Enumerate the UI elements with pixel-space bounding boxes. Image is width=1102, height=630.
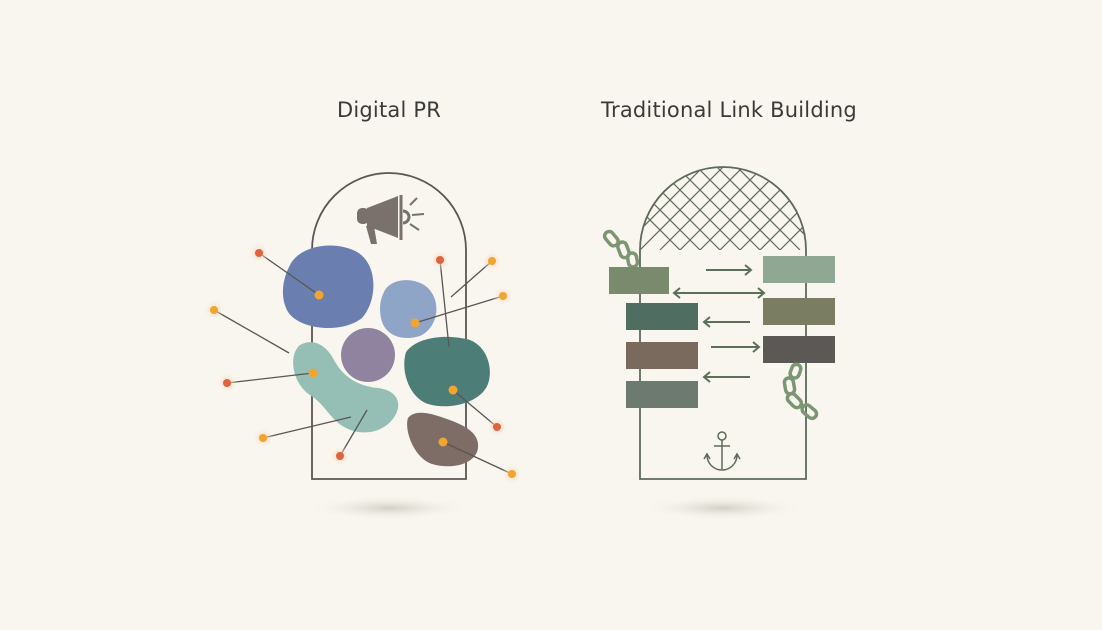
blob-purple: [341, 328, 395, 382]
blob-blue-large: [282, 245, 374, 329]
digital-pr-panel: [203, 172, 523, 521]
left-block-4: [626, 381, 698, 408]
left-shadow: [304, 495, 474, 521]
left-arch-container: [311, 172, 467, 480]
net-icon: [640, 167, 806, 250]
left-block-1: [609, 267, 669, 294]
right-block-2: [763, 298, 835, 325]
megaphone-icon: [357, 195, 425, 244]
traditional-link-building-panel: [602, 166, 835, 521]
connector-nodes: [203, 242, 523, 485]
arrow-icons: [672, 264, 766, 383]
right-block-1: [763, 256, 835, 283]
chain-icon: [782, 362, 819, 421]
traditional-link-building-title: Traditional Link Building: [601, 98, 857, 122]
blob-teal-light: [293, 342, 399, 433]
right-arch-container: [639, 166, 807, 480]
anchor-icon: [703, 431, 741, 471]
right-block-3: [763, 336, 835, 363]
left-block-2: [626, 303, 698, 330]
blob-teal-dark: [404, 336, 490, 407]
chain-icon: [602, 229, 640, 269]
blob-blue-light: [380, 280, 437, 338]
digital-pr-title: Digital PR: [336, 98, 442, 122]
right-shadow: [638, 495, 808, 521]
left-block-3: [626, 342, 698, 369]
